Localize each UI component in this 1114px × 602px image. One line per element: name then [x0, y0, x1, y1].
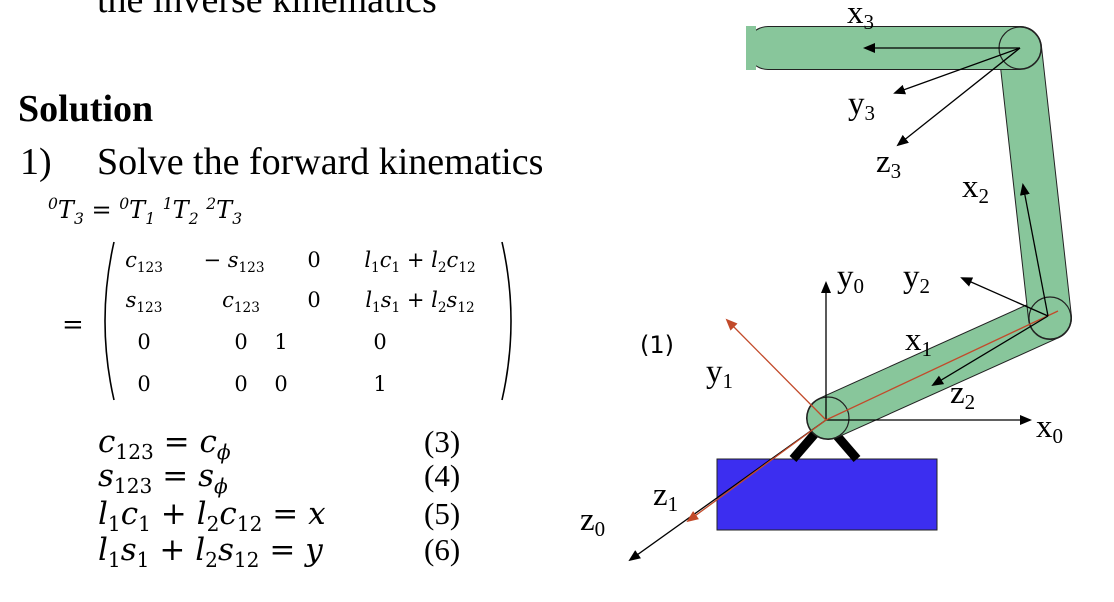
factor1-superscript: 0 — [119, 195, 130, 213]
section-heading: Solution — [18, 88, 154, 130]
matrix-equals-sign: = — [62, 310, 84, 340]
equation-5-number: (5) — [424, 496, 461, 531]
equation-4: s123 = sϕ — [98, 458, 228, 499]
axis-z3 — [896, 47, 1021, 147]
factor3-base: T — [216, 196, 233, 224]
axis-x2 — [1019, 183, 1049, 317]
lhs-base: T — [57, 196, 74, 224]
matrix-cell-r0c1: − s123 — [203, 248, 265, 277]
matrix-cell-r3c3: 1 — [373, 372, 387, 396]
transform-matrix: c123 − s123 0 l1c1 + l2c12 s123 c123 0 l… — [98, 238, 518, 404]
matrix-cell-r0c0: c123 — [125, 248, 163, 277]
step-number: 1) — [20, 141, 52, 183]
label-z1: z1 — [653, 477, 678, 516]
step-text: Solve the forward kinematics — [97, 141, 544, 183]
label-x2: x2 — [962, 169, 989, 208]
matrix-cell-r3c1: 0 — [234, 372, 248, 396]
matrix-cell-r2c0: 0 — [137, 330, 151, 354]
factor3-subscript: 3 — [232, 209, 243, 228]
factor2-subscript: 2 — [188, 209, 199, 228]
label-x1: x1 — [905, 322, 932, 361]
lhs-subscript: 3 — [73, 209, 84, 228]
equation-5: l1c1 + l2c12 = x — [98, 496, 326, 537]
lhs-superscript: 0 — [48, 195, 58, 213]
matrix-cell-r1c3: l1s1 + l2s12 — [365, 288, 475, 317]
equation-4-number: (4) — [424, 458, 461, 493]
top-text: the inverse kinematics — [97, 0, 437, 21]
equation-3-number: (3) — [424, 424, 461, 459]
axis-z2 — [931, 315, 1049, 387]
label-x0: x0 — [1036, 409, 1063, 448]
robot-base — [716, 458, 938, 531]
link2 — [999, 27, 1071, 339]
equation-3: c123 = cϕ — [98, 424, 231, 465]
matrix-cell-r3c2: 0 — [274, 372, 288, 396]
joint2 — [1028, 296, 1072, 340]
joint1 — [806, 396, 850, 440]
label-z3: z3 — [876, 144, 901, 183]
label-x3: x3 — [847, 0, 874, 34]
link3-end — [746, 26, 756, 70]
label-1: (1) — [640, 331, 674, 359]
label-z2: z2 — [950, 375, 975, 414]
label-y0: y0 — [837, 259, 864, 298]
label-y1: y1 — [706, 354, 733, 393]
matrix-cell-r2c2: 1 — [274, 330, 288, 354]
matrix-cell-r1c1: c123 — [222, 288, 260, 317]
equals-sign: = — [91, 196, 112, 224]
matrix-cell-r2c3: 0 — [373, 330, 387, 354]
factor1-base: T — [129, 196, 146, 224]
label-y3: y3 — [848, 86, 875, 125]
matrix-cell-r0c2: 0 — [307, 248, 321, 272]
matrix-cell-r3c0: 0 — [137, 372, 151, 396]
axis-y2 — [960, 277, 1049, 317]
label-z0: z0 — [580, 502, 605, 541]
matrix-cell-r0c3: l1c1 + l2c12 — [364, 248, 476, 277]
transform-chain: 0T3 = 0T1 1T2 2T3 — [48, 195, 242, 227]
factor2-superscript: 1 — [162, 195, 173, 213]
factor1-subscript: 1 — [145, 209, 156, 228]
matrix-cell-r2c1: 0 — [234, 330, 248, 354]
axis-z1 — [686, 419, 827, 523]
matrix-cell-r1c0: s123 — [125, 288, 163, 317]
axis-y3 — [893, 47, 1021, 95]
matrix-parentheses — [104, 241, 512, 401]
factor2-base: T — [172, 196, 189, 224]
label-y2: y2 — [903, 259, 930, 298]
axis-y1 — [725, 318, 827, 421]
equation-6-number: (6) — [424, 532, 461, 567]
equation-6: l1s1 + l2s12 = y — [98, 532, 323, 573]
axis-x1-line — [825, 310, 1059, 421]
factor3-superscript: 2 — [206, 195, 217, 213]
matrix-cell-r1c2: 0 — [307, 288, 321, 312]
